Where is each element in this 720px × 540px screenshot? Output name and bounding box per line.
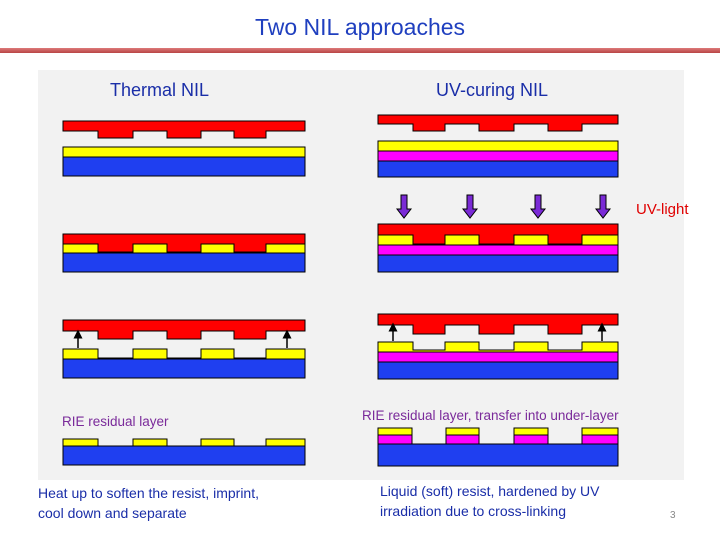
uv-underlayer-line-2 <box>445 434 480 445</box>
uv-description: Liquid (soft) resist, hardened by UV irr… <box>380 481 599 521</box>
uv-resist-line-2 <box>445 427 480 436</box>
thermal-description-line1: Heat up to soften the resist, imprint, <box>38 485 259 501</box>
uv-description-line2: irradiation due to cross-linking <box>380 503 566 519</box>
thermal-substrate-4 <box>62 445 306 466</box>
uv-separation-arrows <box>388 322 607 341</box>
uv-mold-1 <box>377 114 619 132</box>
thermal-substrate-3 <box>62 358 306 379</box>
thermal-mold-2 <box>62 233 306 253</box>
slide-title: Two NIL approaches <box>254 14 466 40</box>
uv-underlayer-2 <box>377 244 619 256</box>
uv-resist-1 <box>377 140 619 152</box>
uv-step2 <box>377 223 619 273</box>
uv-resist-3 <box>377 341 619 353</box>
page-number: 3 <box>670 510 676 521</box>
title-divider <box>0 48 720 53</box>
uv-arrow-icon <box>461 194 479 219</box>
thermal-description-line2: cool down and separate <box>38 505 187 521</box>
uv-underlayer-line-1 <box>377 434 413 445</box>
uv-light-arrows <box>395 194 612 219</box>
thermal-mold-1 <box>62 120 306 139</box>
uv-arrow-icon <box>529 194 547 219</box>
uv-underlayer-line-3 <box>513 434 549 445</box>
thermal-resist-3 <box>62 348 306 360</box>
uv-mold-3 <box>377 313 619 335</box>
uv-substrate-1 <box>377 160 619 178</box>
thermal-step4 <box>62 438 306 466</box>
uv-nil-heading: UV-curing NIL <box>436 80 549 100</box>
uv-description-line1: Liquid (soft) resist, hardened by UV <box>380 483 600 499</box>
uv-substrate-3 <box>377 361 619 380</box>
uv-arrow-icon <box>395 194 413 219</box>
thermal-resist-line-3 <box>200 438 235 447</box>
uv-underlayer-line-4 <box>581 434 619 445</box>
uv-resist-line-4 <box>581 427 619 436</box>
uv-substrate-2 <box>377 254 619 273</box>
uv-substrate-4 <box>377 443 619 467</box>
uv-underlayer-3 <box>377 351 619 363</box>
thermal-separation-arrows <box>73 329 292 348</box>
thermal-step1 <box>62 120 306 177</box>
uv-step3 <box>377 313 619 380</box>
thermal-resist-line-1 <box>62 438 99 447</box>
thermal-rie-label: RIE residual layer <box>62 414 169 429</box>
uv-mold-2 <box>377 223 619 245</box>
thermal-resist-1 <box>62 146 306 158</box>
thermal-substrate-1 <box>62 156 306 177</box>
uv-step4 <box>377 427 619 467</box>
uv-resist-line-3 <box>513 427 549 436</box>
thermal-resist-line-2 <box>132 438 168 447</box>
thermal-mold-3 <box>62 319 306 340</box>
uv-step1 <box>377 114 619 178</box>
thermal-description: Heat up to soften the resist, imprint, c… <box>38 483 259 523</box>
uv-light-label: UV-light <box>636 201 689 218</box>
thermal-nil-heading: Thermal NIL <box>110 80 210 100</box>
uv-arrow-icon <box>594 194 612 219</box>
diagram-panel <box>38 70 684 480</box>
thermal-substrate-2 <box>62 252 306 273</box>
uv-rie-label: RIE residual layer, transfer into under-… <box>362 408 619 423</box>
uv-resist-line-1 <box>377 427 413 436</box>
thermal-step2 <box>62 233 306 273</box>
thermal-resist-line-4 <box>265 438 306 447</box>
thermal-step3 <box>62 319 306 379</box>
uv-underlayer-1 <box>377 150 619 162</box>
